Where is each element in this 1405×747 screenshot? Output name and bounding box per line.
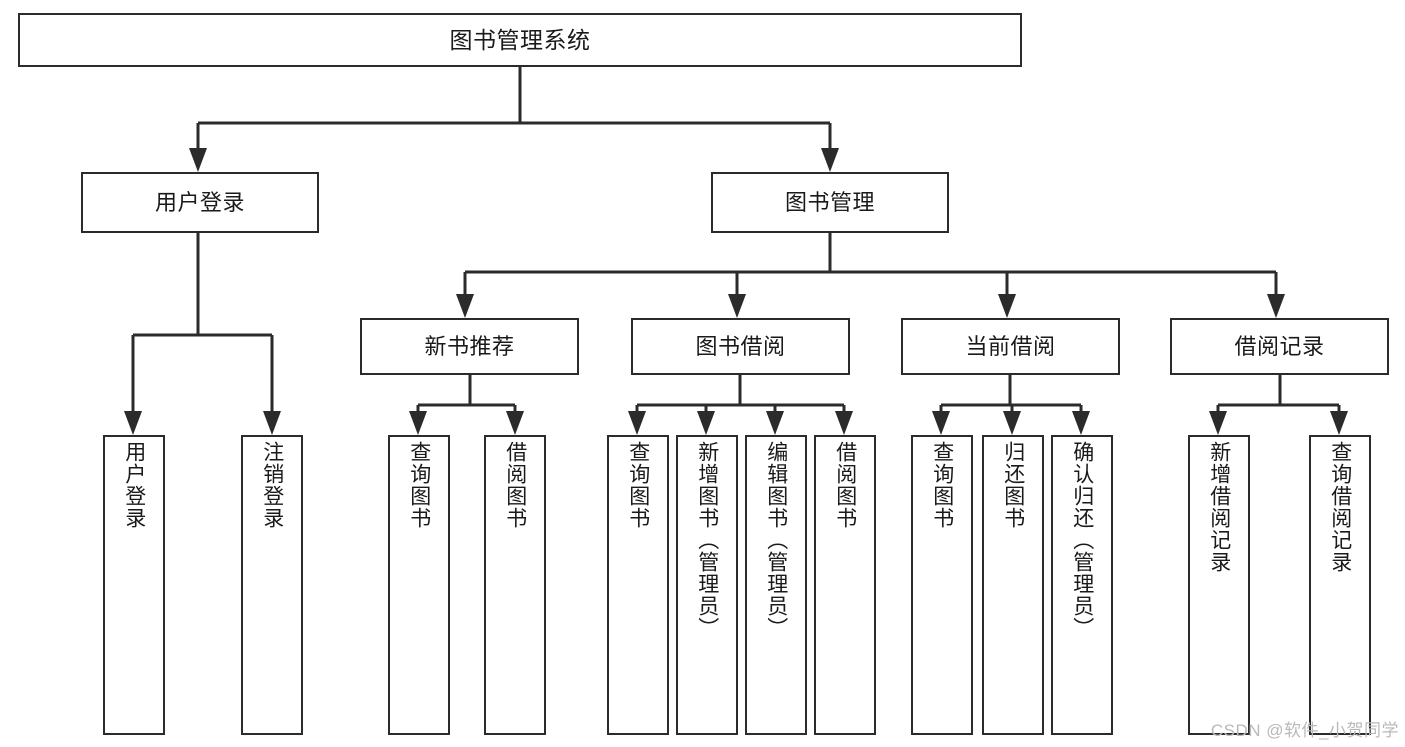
node-leaf-1-注销登录-label: 注销登录: [260, 441, 284, 529]
node-leaf-0-用户登录-label: 用户登录: [122, 441, 146, 529]
node-leaf-2-查询图书[interactable]: 查询图书: [388, 435, 450, 735]
node-leaf-6-编辑图书管理员[interactable]: 编辑图书（管理员）: [745, 435, 807, 735]
node-l1-图书管理-label: 图书管理: [784, 189, 875, 215]
node-leaf-5-新增图书管理员[interactable]: 新增图书（管理员）: [676, 435, 738, 735]
node-l2-新书推荐-label: 新书推荐: [424, 333, 515, 359]
node-leaf-10-确认归还管理员-label: 确认归还（管理员）: [1070, 441, 1094, 639]
node-l2-图书借阅[interactable]: 图书借阅: [631, 318, 850, 375]
node-l2-当前借阅[interactable]: 当前借阅: [901, 318, 1120, 375]
node-root-图书管理系统[interactable]: 图书管理系统: [18, 13, 1022, 67]
node-leaf-11-新增借阅记录[interactable]: 新增借阅记录: [1188, 435, 1250, 735]
connector-book-manage-to-level2: [456, 233, 1285, 318]
connector-current-borrow-to-leaves: [932, 375, 1090, 435]
node-leaf-1-注销登录[interactable]: 注销登录: [241, 435, 303, 735]
node-leaf-7-借阅图书[interactable]: 借阅图书: [814, 435, 876, 735]
connector-borrow-record-to-leaves: [1209, 375, 1348, 435]
node-leaf-11-新增借阅记录-label: 新增借阅记录: [1207, 441, 1231, 573]
connector-new-book-to-leaves: [409, 375, 524, 435]
node-leaf-9-归还图书[interactable]: 归还图书: [982, 435, 1044, 735]
node-l1-用户登录-label: 用户登录: [154, 189, 245, 215]
node-l2-图书借阅-label: 图书借阅: [695, 333, 786, 359]
node-leaf-9-归还图书-label: 归还图书: [1001, 441, 1025, 529]
node-root-图书管理系统-label: 图书管理系统: [449, 26, 591, 53]
node-leaf-3-借阅图书-label: 借阅图书: [503, 441, 527, 529]
node-l2-新书推荐[interactable]: 新书推荐: [360, 318, 579, 375]
node-l2-借阅记录-label: 借阅记录: [1234, 333, 1325, 359]
node-leaf-8-查询图书[interactable]: 查询图书: [911, 435, 973, 735]
node-leaf-10-确认归还管理员[interactable]: 确认归还（管理员）: [1051, 435, 1113, 735]
node-leaf-7-借阅图书-label: 借阅图书: [833, 441, 857, 529]
connector-root-to-level1: [189, 67, 839, 172]
node-leaf-4-查询图书-label: 查询图书: [626, 441, 650, 529]
connector-user-login-to-leaves: [124, 233, 281, 435]
node-leaf-8-查询图书-label: 查询图书: [930, 441, 954, 529]
node-leaf-3-借阅图书[interactable]: 借阅图书: [484, 435, 546, 735]
node-leaf-12-查询借阅记录-label: 查询借阅记录: [1328, 441, 1352, 573]
node-leaf-4-查询图书[interactable]: 查询图书: [607, 435, 669, 735]
node-leaf-0-用户登录[interactable]: 用户登录: [103, 435, 165, 735]
node-leaf-2-查询图书-label: 查询图书: [407, 441, 431, 529]
node-l2-借阅记录[interactable]: 借阅记录: [1170, 318, 1389, 375]
node-leaf-12-查询借阅记录[interactable]: 查询借阅记录: [1309, 435, 1371, 735]
node-l1-图书管理[interactable]: 图书管理: [711, 172, 949, 233]
connector-borrow-to-leaves: [628, 375, 853, 435]
node-l2-当前借阅-label: 当前借阅: [965, 333, 1056, 359]
node-leaf-5-新增图书管理员-label: 新增图书（管理员）: [695, 441, 719, 639]
node-leaf-6-编辑图书管理员-label: 编辑图书（管理员）: [764, 441, 788, 639]
node-l1-用户登录[interactable]: 用户登录: [81, 172, 319, 233]
